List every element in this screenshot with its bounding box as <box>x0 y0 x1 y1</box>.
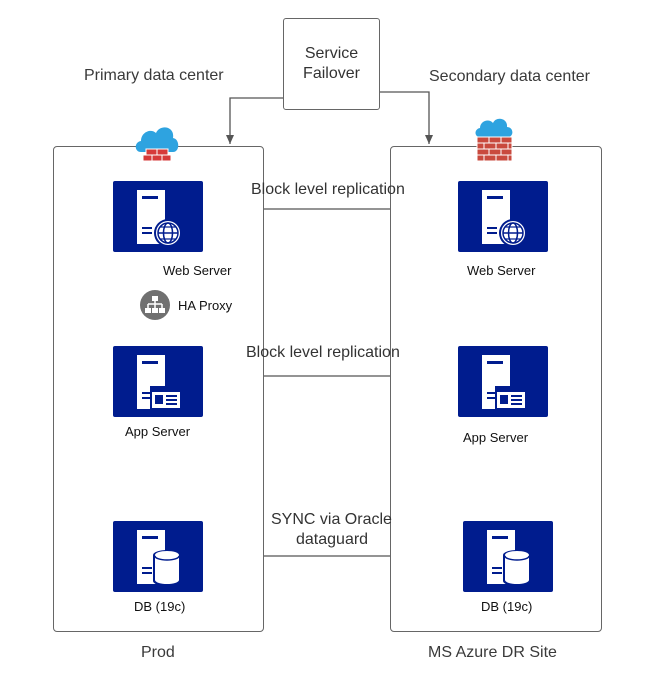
failover-to-secondary-arrow <box>379 91 433 144</box>
db-sync-label-line2: dataguard <box>296 531 369 548</box>
web-replication-label: Block level replication <box>251 181 405 198</box>
globe-icon <box>499 219 527 247</box>
secondary-site-title: Secondary data center <box>429 68 590 85</box>
database-cylinder-icon <box>503 550 531 586</box>
ha-proxy-label: HA Proxy <box>178 298 233 313</box>
cloud-firewall-icon <box>133 122 181 171</box>
application-window-icon <box>150 386 182 410</box>
primary-site-title: Primary data center <box>84 67 224 84</box>
server-icon <box>482 190 510 244</box>
failover-label-line1: Service <box>304 45 359 62</box>
primary-site-footer: Prod <box>141 644 175 661</box>
cloud-firewall-icon <box>474 117 516 172</box>
primary-app-server <box>113 346 203 422</box>
failover-to-primary-arrow <box>226 97 283 144</box>
service-failover-box: Service Failover <box>283 18 380 110</box>
secondary-web-server-label: Web Server <box>467 263 536 278</box>
network-hierarchy-icon <box>140 290 170 325</box>
secondary-app-server-label: App Server <box>463 430 529 445</box>
secondary-app-server <box>458 346 548 422</box>
failover-label-line2: Failover <box>303 65 360 82</box>
secondary-web-server <box>458 181 548 257</box>
primary-web-server-label: Web Server <box>163 263 232 278</box>
db-sync-label-line1: SYNC via Oracle <box>271 511 392 528</box>
primary-app-server-label: App Server <box>125 424 191 439</box>
secondary-db-label: DB (19c) <box>481 599 533 614</box>
database-cylinder-icon <box>153 550 181 586</box>
application-window-icon <box>495 386 527 410</box>
secondary-site-footer: MS Azure DR Site <box>428 644 557 661</box>
primary-db-label: DB (19c) <box>134 599 186 614</box>
primary-web-server <box>113 181 203 257</box>
primary-db-server <box>113 521 203 597</box>
app-replication-label: Block level replication <box>246 344 400 361</box>
secondary-db-server <box>463 521 553 597</box>
globe-icon <box>154 219 182 247</box>
